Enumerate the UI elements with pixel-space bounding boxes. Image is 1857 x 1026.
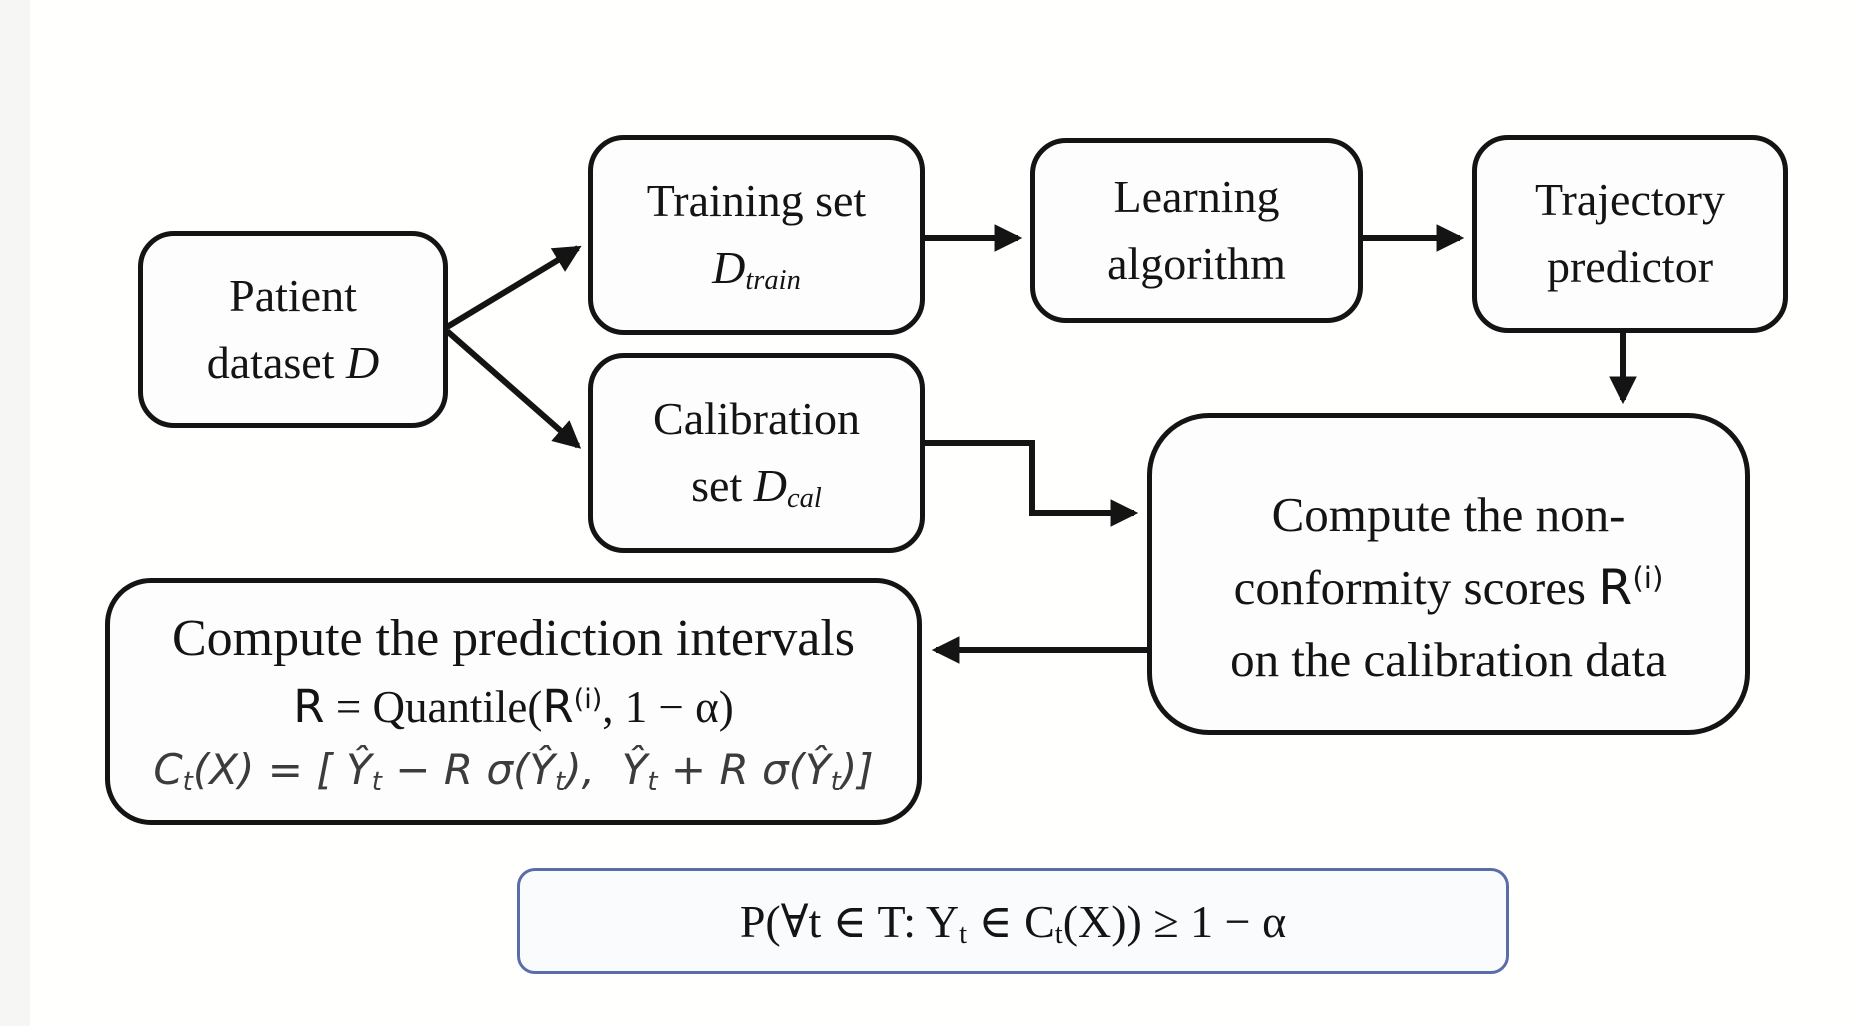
node-nonconformity-scores: Compute the non- conformity scores R(i) … bbox=[1147, 413, 1750, 735]
intervals-interval-formula: Ct(X) = [ Ŷt − R σ(Ŷt), Ŷt + R σ(Ŷt)] bbox=[153, 745, 874, 797]
patient-label-line2: dataset D bbox=[206, 336, 380, 388]
node-prediction-intervals: Compute the prediction intervals R = Qua… bbox=[105, 578, 922, 825]
training-label-line1: Training set bbox=[646, 175, 867, 227]
node-training-set: Training set Dtrain bbox=[588, 135, 925, 335]
coverage-guarantee-box: P(∀t ∈ T: Yt ∈ Ct(X)) ≥ 1 − α bbox=[517, 868, 1509, 974]
training-label-line2: Dtrain bbox=[712, 242, 801, 297]
node-trajectory-predictor: Trajectory predictor bbox=[1472, 135, 1788, 333]
trajectory-label-line1: Trajectory bbox=[1535, 174, 1725, 226]
arrow-calibration-to-nonconformity bbox=[925, 440, 1139, 527]
arrow-patient-to-training bbox=[445, 245, 582, 330]
nonconformity-label-line1: Compute the non- bbox=[1271, 487, 1626, 543]
nonconformity-label-line3: on the calibration data bbox=[1230, 632, 1667, 688]
learning-label-line2: algorithm bbox=[1107, 237, 1286, 289]
intervals-title: Compute the prediction intervals bbox=[171, 609, 856, 667]
coverage-guarantee-formula: P(∀t ∈ T: Yt ∈ Ct(X)) ≥ 1 − α bbox=[739, 896, 1287, 951]
calibration-label-line2: set Dcal bbox=[691, 460, 822, 515]
trajectory-label-line2: predictor bbox=[1546, 241, 1714, 292]
node-learning-algorithm: Learning algorithm bbox=[1030, 138, 1363, 323]
patient-label-line1: Patient bbox=[229, 269, 357, 321]
arrow-patient-to-calibration bbox=[445, 328, 582, 449]
nonconformity-label-line2: conformity scores R(i) bbox=[1233, 558, 1664, 616]
intervals-quantile-formula: R = Quantile(R(i), 1 − α) bbox=[293, 680, 734, 734]
node-patient-dataset: Patient dataset D bbox=[138, 231, 448, 428]
node-calibration-set: Calibration set Dcal bbox=[588, 353, 925, 553]
page-left-margin bbox=[0, 0, 30, 1026]
learning-label-line1: Learning bbox=[1113, 170, 1280, 222]
calibration-label-line1: Calibration bbox=[653, 393, 860, 445]
